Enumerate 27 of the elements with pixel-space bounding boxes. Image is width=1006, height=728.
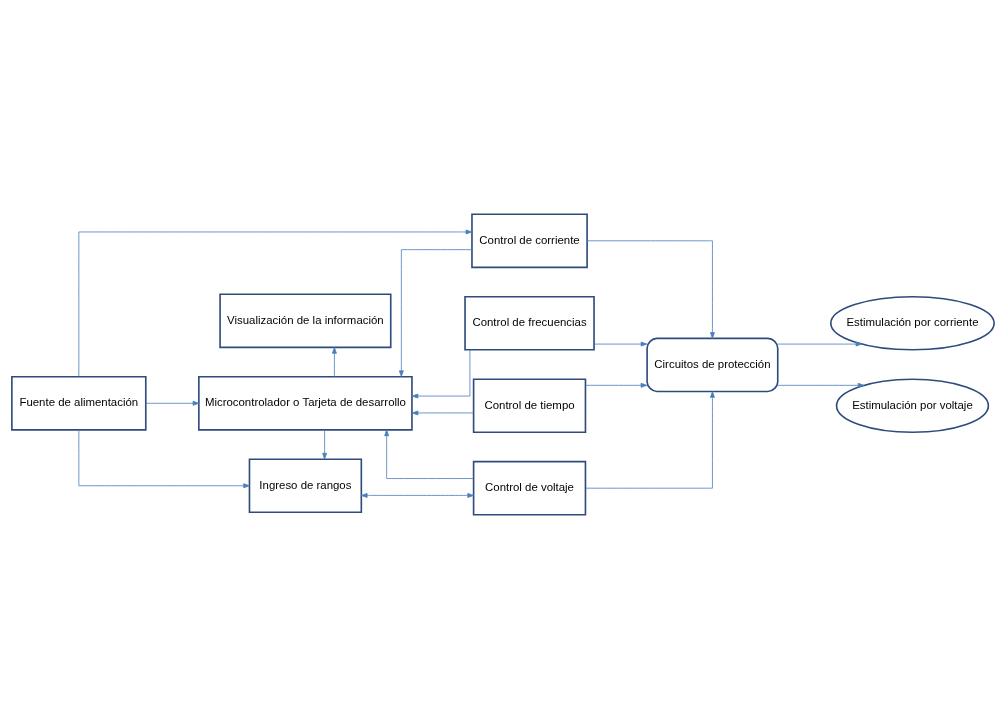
arrow	[585, 390, 715, 489]
arrow	[411, 349, 471, 398]
arrow	[78, 229, 473, 377]
node-ellipse: Estimulación por corriente	[830, 295, 995, 351]
arrow	[332, 346, 337, 377]
node-box: Control de corriente	[471, 212, 588, 268]
node-box: Control de tiempo	[472, 377, 587, 433]
node-box: Circuitos de protección	[646, 337, 779, 392]
arrow	[322, 428, 327, 459]
node-ellipse: Estimulación por voltaje	[835, 377, 990, 433]
arrow	[78, 428, 250, 488]
arrow	[593, 341, 648, 346]
arrow	[411, 410, 474, 415]
node-box: Visualización de la información	[219, 292, 392, 348]
arrow	[777, 382, 865, 388]
arrow	[145, 400, 200, 406]
node-box: Microcontrolador o Tarjeta de desarrollo	[198, 375, 413, 431]
arrow	[586, 239, 715, 339]
arrow	[398, 248, 473, 377]
node-box: Control de frecuencias	[464, 295, 595, 351]
arrow	[360, 492, 474, 498]
node-box: Fuente de alimentación	[11, 375, 147, 431]
node-box: Control de voltaje	[472, 460, 587, 516]
node-box: Ingreso de rangos	[248, 457, 363, 513]
arrow	[384, 429, 474, 479]
arrow	[585, 382, 648, 388]
arrow	[777, 341, 863, 346]
